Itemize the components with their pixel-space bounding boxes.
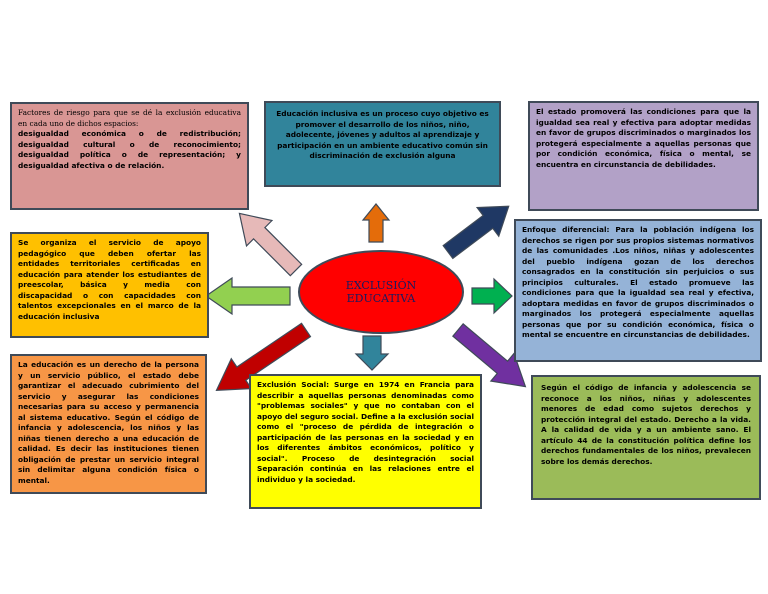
box-pedagogical-support: Se organiza el servicio de apoyo pedagóg… [10, 232, 209, 338]
box-social-exclusion: Exclusión Social: Surge en 1974 en Franc… [249, 374, 482, 509]
box-differential-approach-text: Enfoque diferencial: Para la población i… [522, 225, 754, 340]
box-childhood-code: Según el código de infancia y adolescenc… [531, 375, 761, 500]
arrow-bottom-center [354, 335, 390, 371]
box-risk-factors: Factores de riesgo para que se dé la exc… [10, 102, 249, 210]
box-inclusive-education-text: Educación inclusiva es un proceso cuyo o… [276, 109, 489, 161]
box-childhood-code-text: Según el código de infancia y adolescenc… [541, 383, 751, 466]
arrow-top-right [442, 205, 510, 260]
central-topic-ellipse: EXCLUSIÓN EDUCATIVA [298, 250, 464, 334]
box-state-equality-text: El estado promoverá las condiciones para… [536, 107, 751, 169]
box-right-to-education-text: La educación es un derecho de la persona… [18, 360, 199, 485]
box-social-exclusion-text: Exclusión Social: Surge en 1974 en Franc… [257, 380, 474, 484]
box-inclusive-education: Educación inclusiva es un proceso cuyo o… [264, 101, 501, 187]
box-risk-factors-text: desigualdad económica o de redistribució… [18, 129, 241, 170]
central-topic-title: EXCLUSIÓN EDUCATIVA [345, 278, 417, 305]
arrow-mid-left [204, 276, 291, 316]
box-differential-approach: Enfoque diferencial: Para la población i… [514, 219, 762, 362]
arrow-bottom-left [215, 322, 312, 392]
arrow-mid-right [471, 277, 513, 315]
arrow-bottom-right [452, 323, 527, 388]
arrow-top-left [238, 212, 303, 277]
box-right-to-education: La educación es un derecho de la persona… [10, 354, 207, 494]
arrow-top-center [361, 203, 391, 243]
box-risk-factors-lead: Factores de riesgo para que se dé la exc… [18, 108, 241, 128]
box-state-equality: El estado promoverá las condiciones para… [528, 101, 759, 211]
box-pedagogical-support-text: Se organiza el servicio de apoyo pedagóg… [18, 238, 201, 321]
